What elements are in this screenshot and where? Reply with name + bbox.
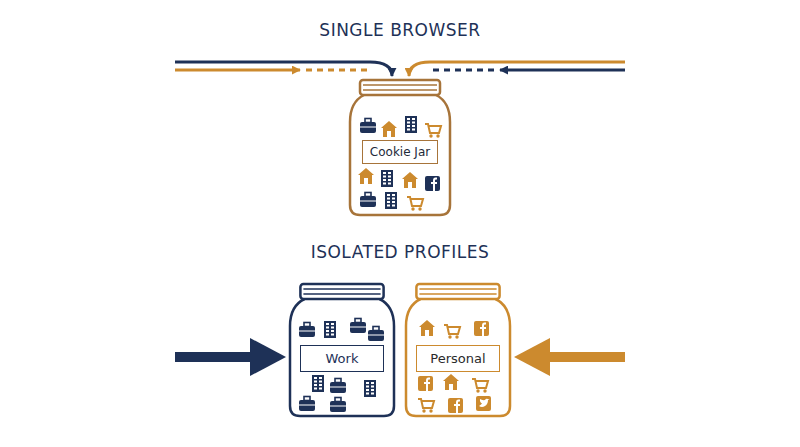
icon <box>418 399 434 413</box>
icon <box>419 320 435 336</box>
arrow-head <box>514 338 550 376</box>
arrow-head <box>250 338 286 376</box>
icon <box>312 375 324 392</box>
jar <box>290 284 394 416</box>
icon <box>402 172 418 188</box>
icon <box>474 321 489 336</box>
icon <box>448 398 463 413</box>
jar-label: Personal <box>416 345 500 372</box>
icon <box>368 327 384 342</box>
flow-line <box>370 62 392 76</box>
jar-label: Cookie Jar <box>362 140 438 164</box>
jar-body <box>290 299 394 416</box>
icon <box>330 398 346 413</box>
jar-lid <box>360 80 440 95</box>
icon <box>358 168 374 184</box>
jar-label-text: Cookie Jar <box>370 145 430 159</box>
flow-line <box>175 352 256 362</box>
icon <box>472 379 488 393</box>
flow-line <box>544 352 625 362</box>
jar-label: Work <box>300 345 384 372</box>
flow-line <box>430 61 625 64</box>
flow-arrows <box>175 62 625 376</box>
icon <box>405 116 417 133</box>
jar-label-text: Personal <box>430 351 485 366</box>
icon <box>381 170 393 187</box>
jar <box>406 284 510 416</box>
icon <box>425 176 440 191</box>
icon <box>418 376 433 391</box>
lid-ridge <box>363 84 437 86</box>
section-heading: ISOLATED PROFILES <box>311 242 490 262</box>
jar-lid <box>416 284 499 299</box>
lid-ridge <box>419 288 496 290</box>
flow-line <box>175 61 370 64</box>
icon <box>360 193 376 208</box>
jars <box>290 80 510 416</box>
icon <box>385 192 397 209</box>
icon <box>443 374 459 390</box>
lid-ridge <box>303 293 380 295</box>
jar-lid <box>300 284 383 299</box>
icon <box>299 323 315 338</box>
icon <box>444 325 460 339</box>
icon <box>324 321 336 338</box>
icon <box>407 197 423 211</box>
icon <box>350 319 366 334</box>
jar <box>350 80 450 215</box>
flow-line <box>175 69 300 72</box>
flow-line <box>500 69 625 72</box>
flow-line <box>306 69 372 72</box>
diagram-title: SINGLE BROWSER <box>319 20 480 40</box>
icon <box>364 380 376 397</box>
jar-body <box>350 95 450 215</box>
jar-body <box>406 299 510 416</box>
lid-ridge <box>303 288 380 290</box>
icon <box>360 119 376 134</box>
lid-ridge <box>363 89 437 91</box>
flow-line <box>428 69 494 72</box>
icon <box>476 396 491 411</box>
icon <box>330 379 346 394</box>
flow-line <box>409 62 430 76</box>
icon <box>381 121 397 137</box>
jar-label-text: Work <box>326 351 359 366</box>
icon <box>299 397 315 412</box>
icon <box>425 124 441 138</box>
lid-ridge <box>419 293 496 295</box>
